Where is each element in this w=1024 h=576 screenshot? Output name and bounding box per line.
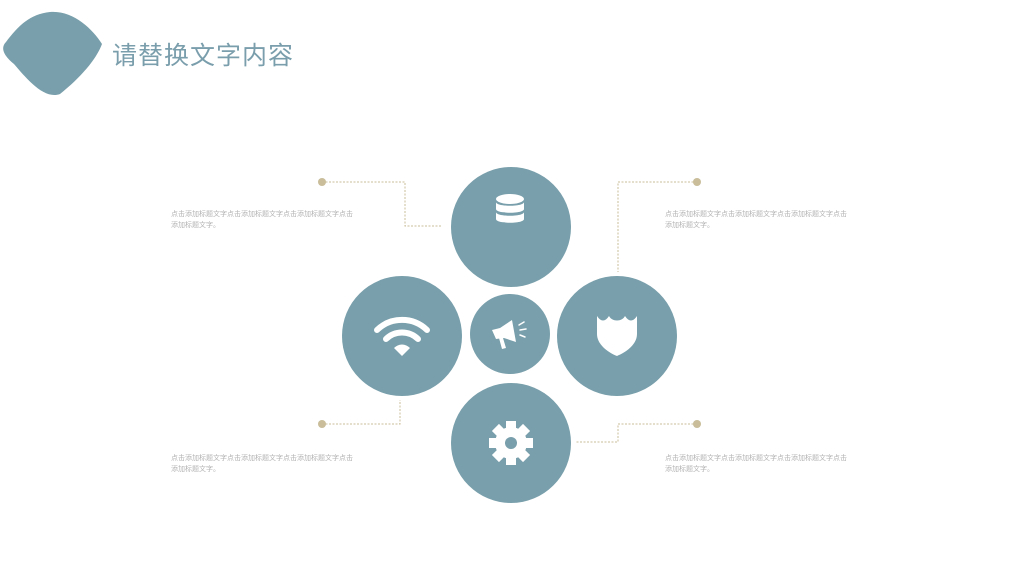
connector-bottom-right xyxy=(575,423,697,443)
description-top-right: 点击添加标题文字点击添加标题文字点击添加标题文字点击添加标题文字。 xyxy=(665,210,847,229)
corner-decoration xyxy=(3,11,102,96)
description-top-left: 点击添加标题文字点击添加标题文字点击添加标题文字点击添加标题文字。 xyxy=(171,210,353,229)
connector-dot-top-right xyxy=(693,178,701,186)
node-bottom[interactable] xyxy=(451,383,571,503)
wifi-icon xyxy=(374,316,430,356)
database-icon xyxy=(496,194,524,223)
node-top[interactable] xyxy=(451,167,571,287)
node-left[interactable] xyxy=(342,276,462,396)
connector-bottom-left xyxy=(322,400,401,425)
megaphone-icon xyxy=(492,320,527,349)
page-title: 请替换文字内容 xyxy=(112,41,295,70)
connector-top-right xyxy=(617,181,697,272)
connector-dot-bottom-right xyxy=(693,420,701,428)
shield-icon xyxy=(597,316,637,356)
gear-icon xyxy=(489,421,533,465)
description-bottom-left: 点击添加标题文字点击添加标题文字点击添加标题文字点击添加标题文字。 xyxy=(171,454,353,473)
connector-dot-bottom-left xyxy=(318,420,326,428)
description-bottom-right: 点击添加标题文字点击添加标题文字点击添加标题文字点击添加标题文字。 xyxy=(665,454,847,473)
node-center[interactable] xyxy=(470,294,550,374)
connector-top-left xyxy=(322,181,442,227)
node-right[interactable] xyxy=(557,276,677,396)
connector-dot-top-left xyxy=(318,178,326,186)
